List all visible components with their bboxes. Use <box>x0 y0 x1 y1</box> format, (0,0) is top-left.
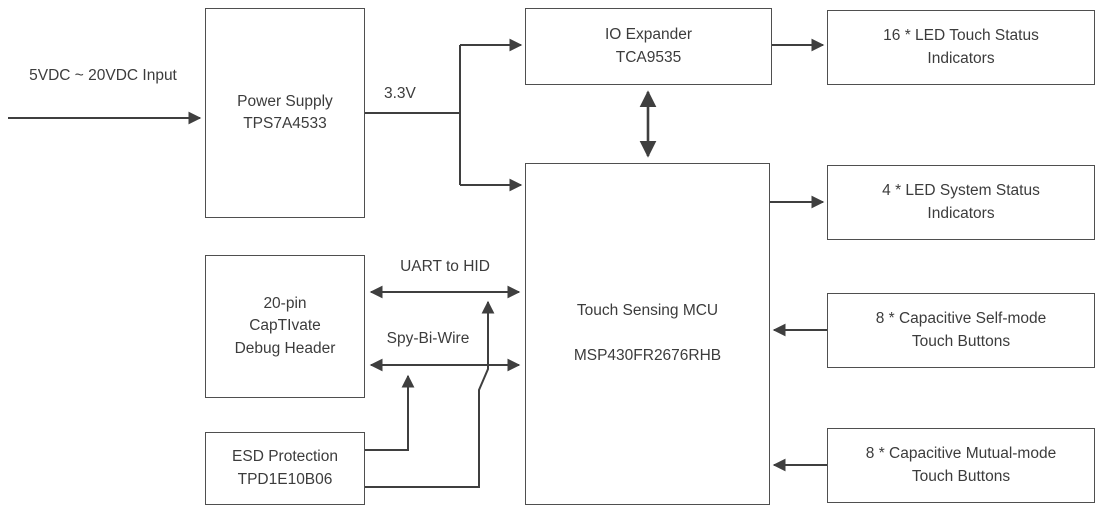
block-led-system-status-indicators: 4 * LED System Status Indicators <box>827 165 1095 240</box>
arrow-esd-to-spy-line <box>365 374 415 451</box>
block-io-expander: IO Expander TCA9535 <box>525 8 772 85</box>
label-3v3-rail: 3.3V <box>384 85 416 102</box>
block-esd-protection: ESD Protection TPD1E10B06 <box>205 432 365 505</box>
label-input-voltage: 5VDC ~ 20VDC Input <box>29 67 177 84</box>
block-capacitive-self-mode-buttons: 8 * Capacitive Self-mode Touch Buttons <box>827 293 1095 368</box>
label-uart-to-hid: UART to HID <box>400 258 490 275</box>
block-led-touch-status-indicators: 16 * LED Touch Status Indicators <box>827 10 1095 85</box>
block-captivate-debug-header: 20-pin CapTIvate Debug Header <box>205 255 365 398</box>
arrow-esd-to-uart-line <box>365 300 495 488</box>
label-spy-bi-wire: Spy-Bi-Wire <box>386 330 470 347</box>
block-touch-sensing-mcu: Touch Sensing MCU MSP430FR2676RHB <box>525 163 770 505</box>
block-power-supply: Power Supply TPS7A4533 <box>205 8 365 218</box>
block-capacitive-mutual-mode-buttons: 8 * Capacitive Mutual-mode Touch Buttons <box>827 428 1095 503</box>
